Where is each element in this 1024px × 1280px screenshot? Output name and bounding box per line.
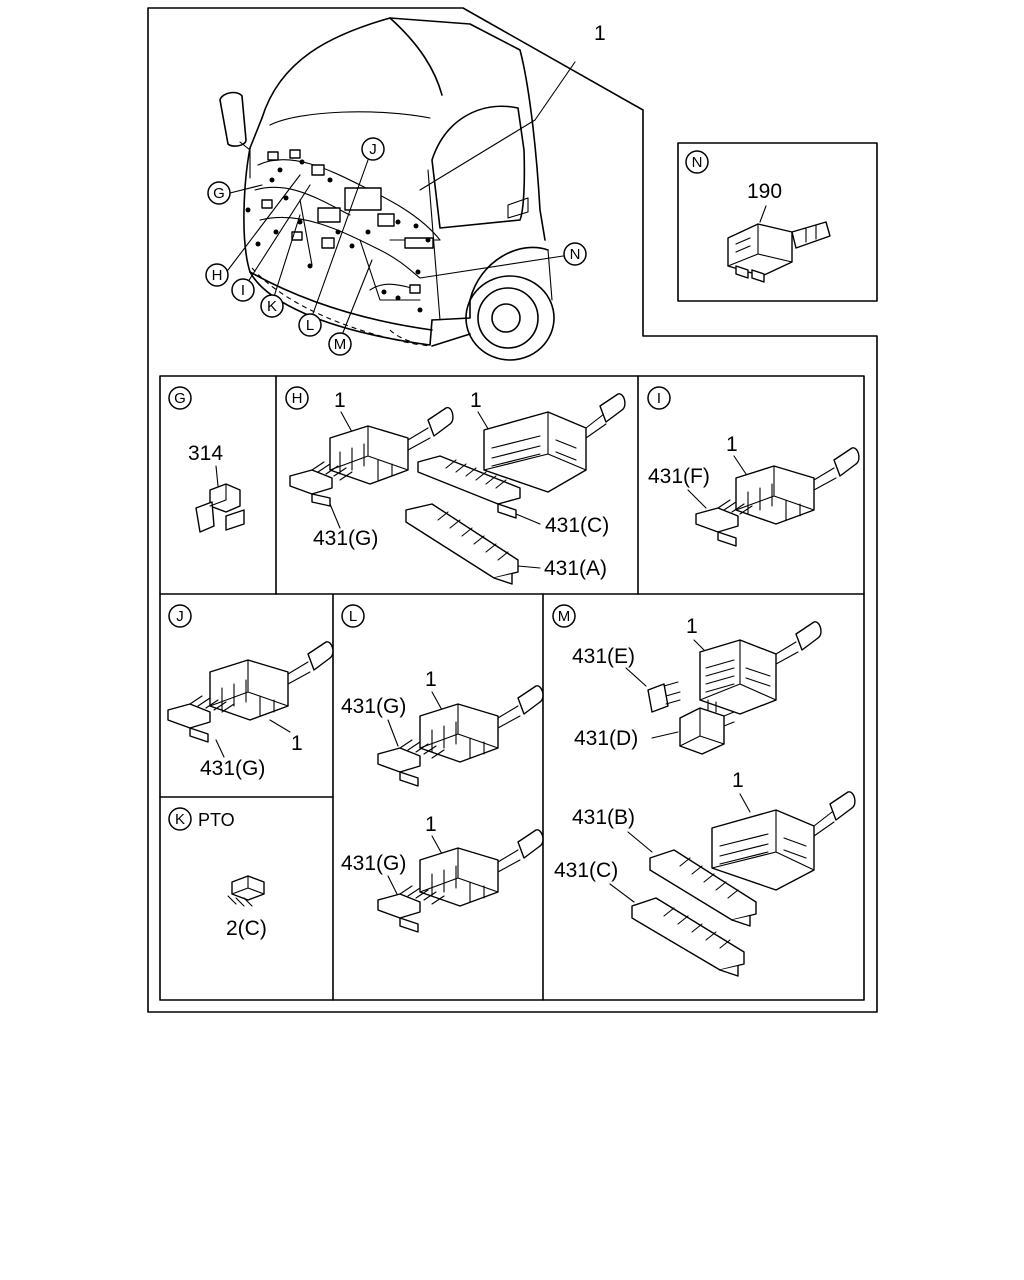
svg-text:H: H — [212, 267, 223, 284]
svg-text:J: J — [369, 141, 377, 158]
callout-g-truck: G — [207, 181, 231, 205]
callout-i-truck: I — [231, 278, 255, 302]
callout-m-truck: M — [328, 332, 352, 356]
callout-k-truck: K — [260, 294, 284, 318]
panel-h: H 1 431(G) 1 431(C) 431(A) — [285, 386, 626, 585]
svg-text:I: I — [657, 390, 661, 407]
label-m-conn-1: 1 — [686, 615, 698, 638]
callout-n-truck: N — [563, 242, 587, 266]
label-k-part: 2(C) — [226, 917, 267, 940]
callout-l-truck: L — [298, 313, 322, 337]
svg-text:L: L — [306, 317, 314, 334]
label-n-part: 190 — [747, 180, 782, 203]
label-i-term-f: 431(F) — [648, 465, 710, 488]
label-j-term-g: 431(G) — [200, 757, 265, 780]
label-k-title: PTO — [198, 810, 235, 830]
svg-text:K: K — [267, 298, 277, 315]
svg-text:J: J — [176, 608, 184, 625]
label-j-conn: 1 — [291, 732, 303, 755]
svg-text:K: K — [175, 811, 185, 828]
truck-cab-illustration — [219, 17, 576, 361]
panel-i: I 1 431(F) — [647, 386, 860, 547]
svg-text:I: I — [241, 282, 245, 299]
label-main-harness: 1 — [594, 22, 606, 45]
panel-l: L 1 431(G) 1 431(G) — [341, 604, 544, 933]
panel-k: K PTO 2(C) — [168, 807, 267, 940]
svg-text:M: M — [334, 336, 347, 353]
panel-j: J 1 431(G) — [167, 604, 334, 780]
svg-text:N: N — [570, 246, 581, 263]
svg-text:L: L — [349, 608, 357, 625]
label-h-conn-1: 1 — [334, 389, 346, 412]
label-m-term-b: 431(B) — [572, 806, 635, 829]
label-l-term-g2: 431(G) — [341, 852, 406, 875]
label-h-term-c: 431(C) — [545, 514, 609, 537]
label-h-conn-2: 1 — [470, 389, 482, 412]
panel-g: G 314 — [168, 386, 245, 533]
panel-n: N 190 — [677, 142, 878, 302]
label-g-part: 314 — [188, 442, 223, 465]
label-l-term-g1: 431(G) — [341, 695, 406, 718]
label-h-term-g: 431(G) — [313, 527, 378, 550]
callout-h-truck: H — [205, 263, 229, 287]
callout-j-truck: J — [361, 137, 385, 161]
label-l-conn-1: 1 — [425, 668, 437, 691]
label-m-term-c: 431(C) — [554, 859, 618, 882]
svg-text:M: M — [558, 608, 571, 625]
parts-grid — [159, 375, 865, 1001]
label-i-conn: 1 — [726, 433, 738, 456]
panel-m: M 1 431(E) 431(D) 1 431(B) — [552, 604, 856, 977]
label-m-term-e: 431(E) — [572, 645, 635, 668]
panel-n-callout: N — [692, 154, 703, 171]
svg-text:H: H — [292, 390, 303, 407]
outer-frame — [147, 7, 878, 1013]
label-h-term-a: 431(A) — [544, 557, 607, 580]
label-m-term-d: 431(D) — [574, 727, 638, 750]
label-m-conn-2: 1 — [732, 769, 744, 792]
svg-text:G: G — [213, 185, 225, 202]
svg-text:G: G — [174, 390, 186, 407]
label-l-conn-2: 1 — [425, 813, 437, 836]
